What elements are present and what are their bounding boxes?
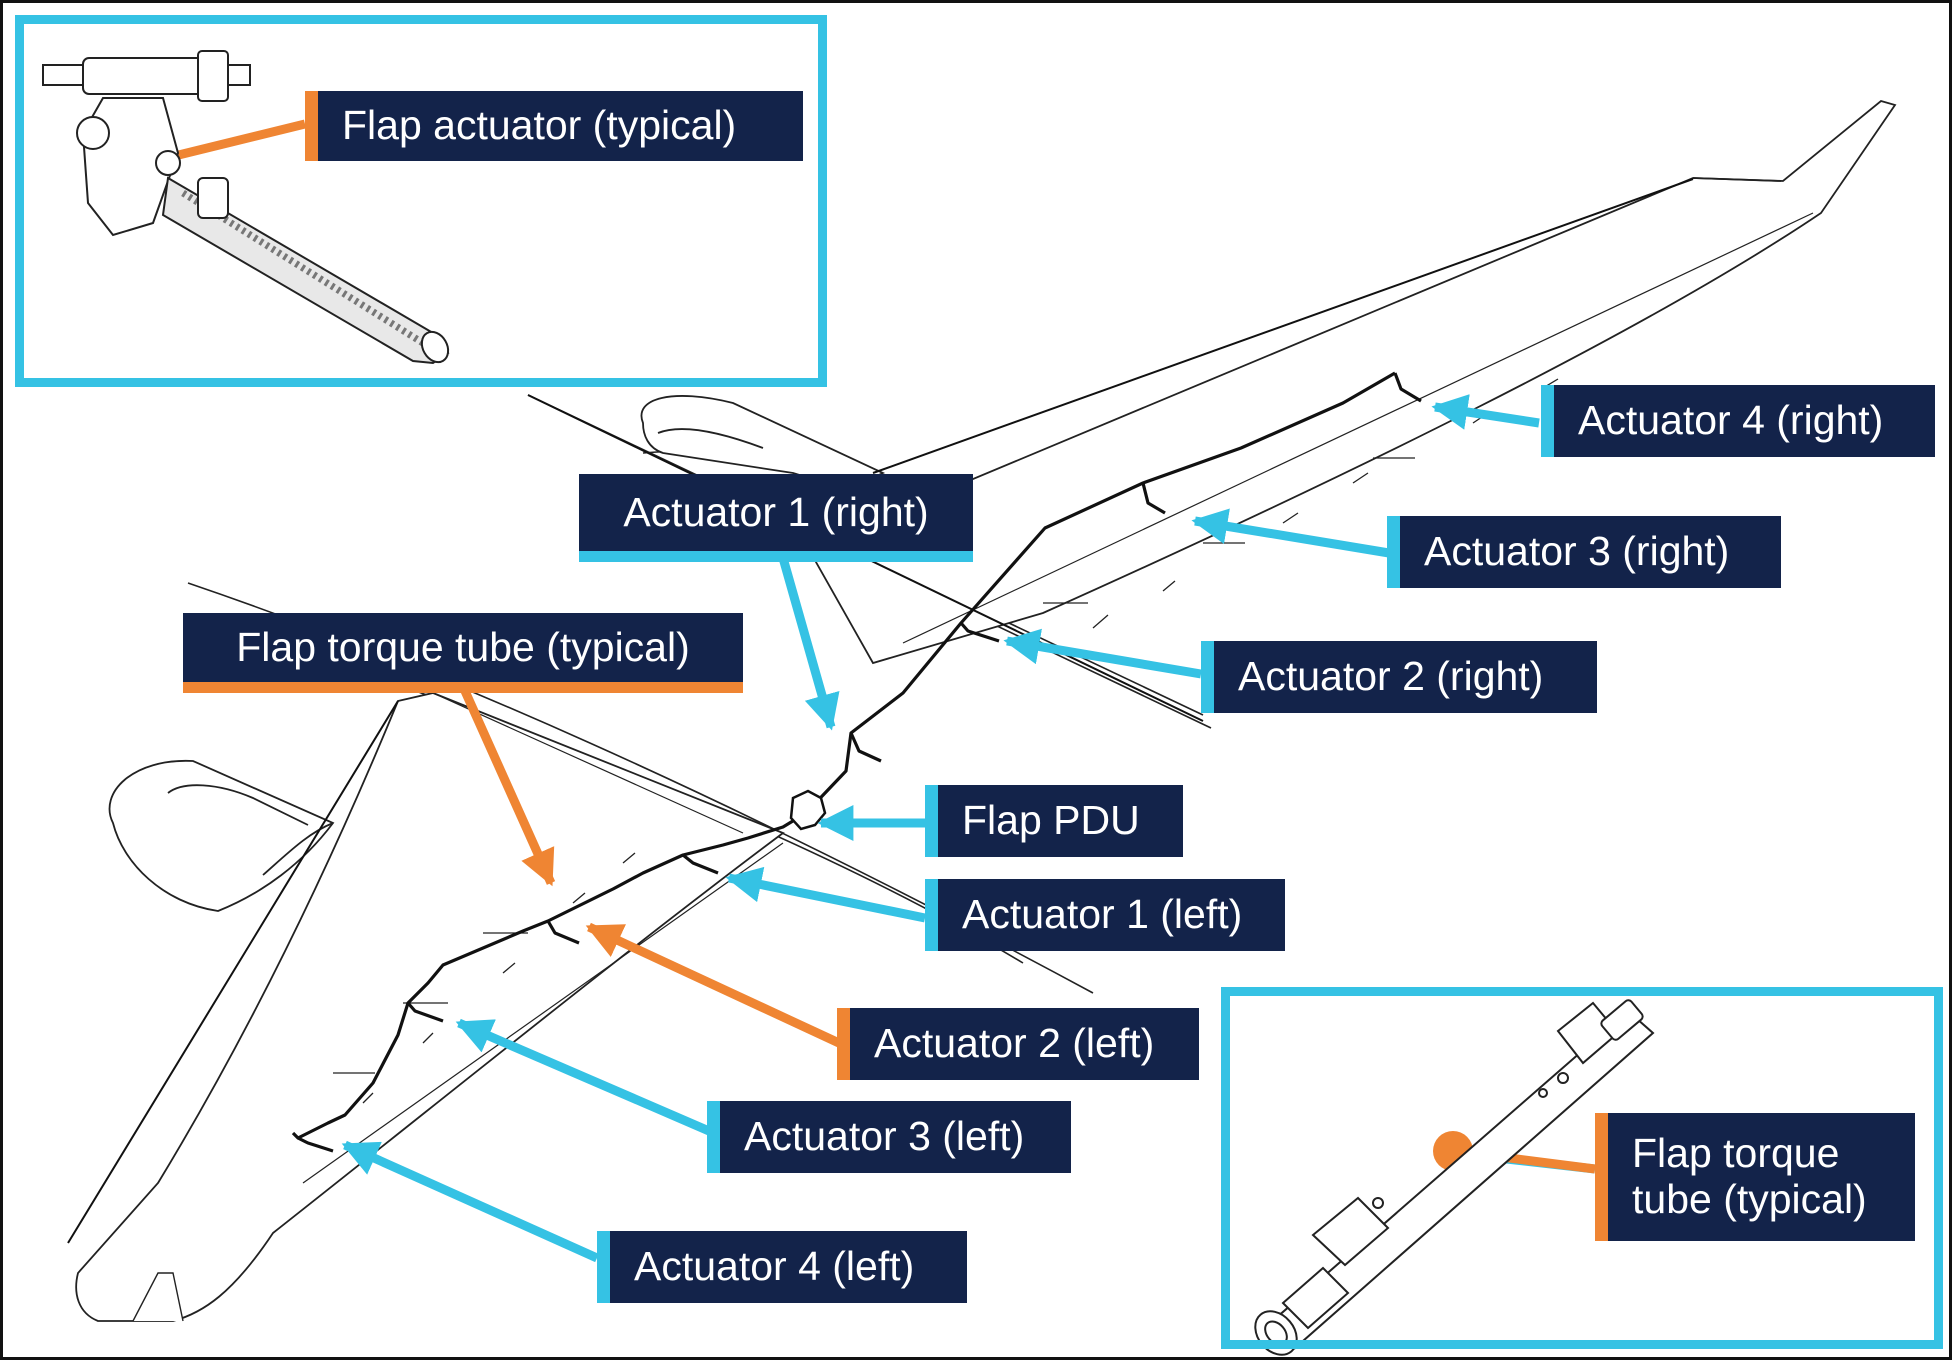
label-flap-torque-tube-typical: Flap torque tube (typical): [183, 613, 743, 693]
label-flap-pdu: Flap PDU: [925, 785, 1183, 857]
left-wing: [75, 692, 785, 1322]
flap-actuator-illustration: [42, 50, 450, 365]
label-actuator-1-right: Actuator 1 (right): [579, 474, 973, 562]
label-actuator-2-left: Actuator 2 (left): [837, 1008, 1199, 1080]
flap-actuator-inset: [15, 15, 827, 387]
engine-nacelles: [108, 395, 886, 912]
aircraft-line-art: [42, 50, 1897, 1356]
label-flap-torque-tube-inset: Flap torque tube (typical): [1595, 1113, 1915, 1241]
flap-torque-tube-system: [291, 371, 1422, 1153]
label-actuator-3-right: Actuator 3 (right): [1387, 516, 1781, 588]
label-actuator-1-left: Actuator 1 (left): [925, 879, 1285, 951]
label-actuator-4-left: Actuator 4 (left): [597, 1231, 967, 1303]
label-actuator-3-left: Actuator 3 (left): [707, 1101, 1071, 1173]
label-actuator-2-right: Actuator 2 (right): [1201, 641, 1597, 713]
flap-torque-tube-inset: [1221, 987, 1943, 1349]
label-actuator-4-right: Actuator 4 (right): [1541, 385, 1935, 457]
label-flap-actuator-typical: Flap actuator (typical): [305, 91, 803, 161]
flap-torque-tube-illustration: [1254, 999, 1655, 1356]
flap-pdu-shape: [789, 789, 827, 831]
